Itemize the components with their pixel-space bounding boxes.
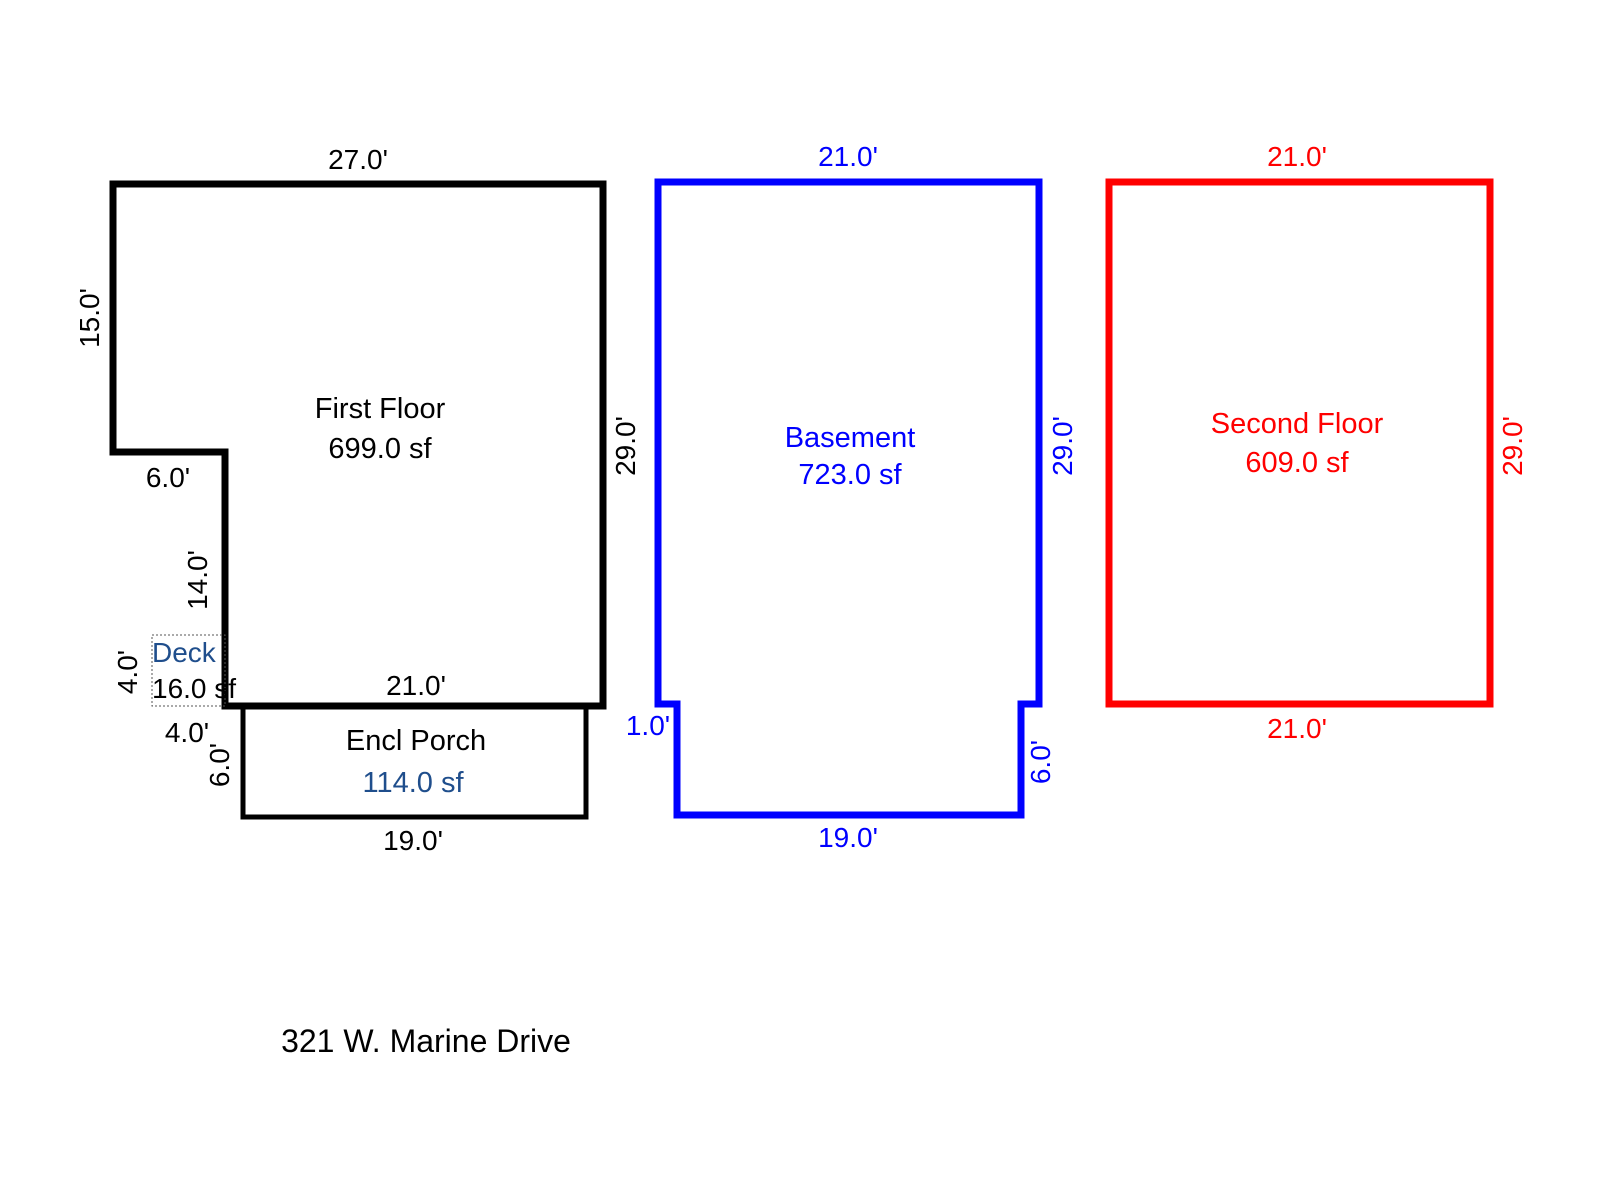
first-floor-dim-left-lower: 14.0' [182,550,213,610]
porch-name: Encl Porch [346,725,486,757]
deck-outline [151,634,226,707]
first-floor-area: 699.0 sf [328,433,432,465]
second-floor-dim-top: 21.0' [1267,141,1327,172]
first-floor-dim-right: 29.0' [610,416,641,476]
porch-area: 114.0 sf [362,767,464,799]
basement-dim-bottom: 19.0' [818,822,878,853]
basement-dim-notch: 1.0' [626,710,670,741]
first-floor-group: 27.0' 15.0' 6.0' 14.0' 29.0' 21.0' First… [74,144,641,710]
first-floor-name: First Floor [315,393,446,425]
deck-dim-width: 4.0' [165,717,209,748]
second-floor-area: 609.0 sf [1245,447,1349,479]
second-floor-group: 21.0' 29.0' 21.0' Second Floor 609.0 sf [1105,141,1528,744]
second-floor-outline [1105,178,1494,708]
deck-area: 16.0 sf [152,673,236,704]
second-floor-dim-right: 29.0' [1497,416,1528,476]
second-floor-dim-bottom: 21.0' [1267,713,1327,744]
porch-group: 6.0' 19.0' Encl Porch 114.0 sf [204,706,589,856]
porch-outline [240,706,589,820]
property-address: 321 W. Marine Drive [281,1023,571,1059]
basement-dim-right-lower: 6.0' [1025,740,1056,784]
deck-group: Deck 16.0 sf 4.0' 4.0' [112,634,236,748]
basement-dim-top: 21.0' [818,141,878,172]
porch-dim-left: 6.0' [204,743,235,787]
first-floor-dim-left-upper: 15.0' [74,288,105,348]
second-floor-name: Second Floor [1211,408,1384,440]
basement-name: Basement [785,422,916,454]
first-floor-dim-bottom: 21.0' [386,670,446,701]
deck-dim-height: 4.0' [112,650,143,694]
basement-area: 723.0 sf [798,459,902,491]
basement-outline [654,178,1043,819]
deck-name: Deck [152,637,217,668]
first-floor-dim-top: 27.0' [328,144,388,175]
basement-dim-right: 29.0' [1047,416,1078,476]
porch-dim-bottom: 19.0' [383,825,443,856]
first-floor-dim-step: 6.0' [146,462,190,493]
basement-group: 21.0' 29.0' 1.0' 6.0' 19.0' Basement 723… [626,141,1078,853]
